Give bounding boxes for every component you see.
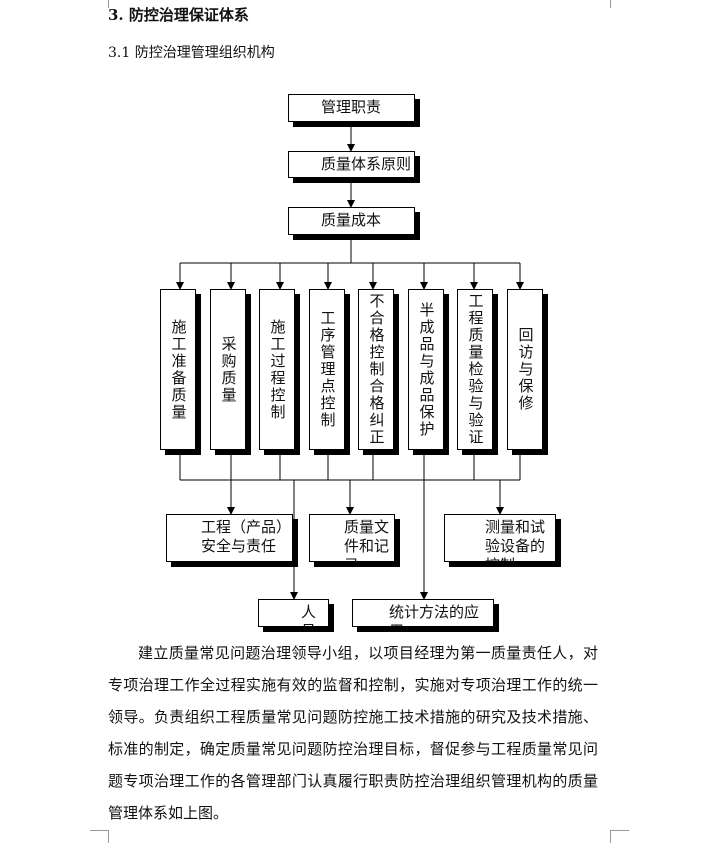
node-product-safety: 工程（产品）安全与责任 bbox=[166, 514, 293, 562]
page-corner-mark bbox=[90, 0, 109, 8]
node-quality-documents: 质量文件和记录 bbox=[309, 514, 395, 562]
node-return-visit-warranty: 回访与保修 bbox=[507, 289, 543, 450]
node-inspection-verification: 工程质量检验与验证 bbox=[457, 289, 493, 450]
node-measurement-equipment: 测量和试验设备的控制 bbox=[444, 514, 556, 562]
node-procurement-quality: 采购质量 bbox=[210, 289, 246, 450]
node-procedure-point-control: 工序管理点控制 bbox=[309, 289, 345, 450]
node-nonconformity-control: 不合格控制合格纠正 bbox=[358, 289, 394, 450]
body-paragraph: 建立质量常见问题治理领导小组，以项目经理为第一质量责任人，对专项治理工作全过程实… bbox=[108, 644, 598, 822]
node-personnel: 人员 bbox=[258, 599, 329, 627]
node-quality-cost: 质量成本 bbox=[288, 207, 415, 235]
page-corner-mark bbox=[610, 830, 629, 843]
subsection-title: 3.1 防控治理管理组织机构 bbox=[108, 45, 275, 61]
node-process-control: 施工过程控制 bbox=[259, 289, 295, 450]
node-statistical-methods: 统计方法的应用 bbox=[352, 599, 494, 627]
node-product-protection: 半成品与成品保护 bbox=[408, 289, 444, 450]
page-corner-mark bbox=[90, 830, 109, 843]
node-quality-system-principle: 质量体系原则 bbox=[288, 151, 415, 178]
page-corner-mark bbox=[610, 0, 629, 8]
node-construction-prep-quality: 施工准备质量 bbox=[160, 289, 196, 450]
section-title: 3. 防控治理保证体系 bbox=[108, 6, 249, 24]
node-management-duty: 管理职责 bbox=[288, 94, 415, 122]
